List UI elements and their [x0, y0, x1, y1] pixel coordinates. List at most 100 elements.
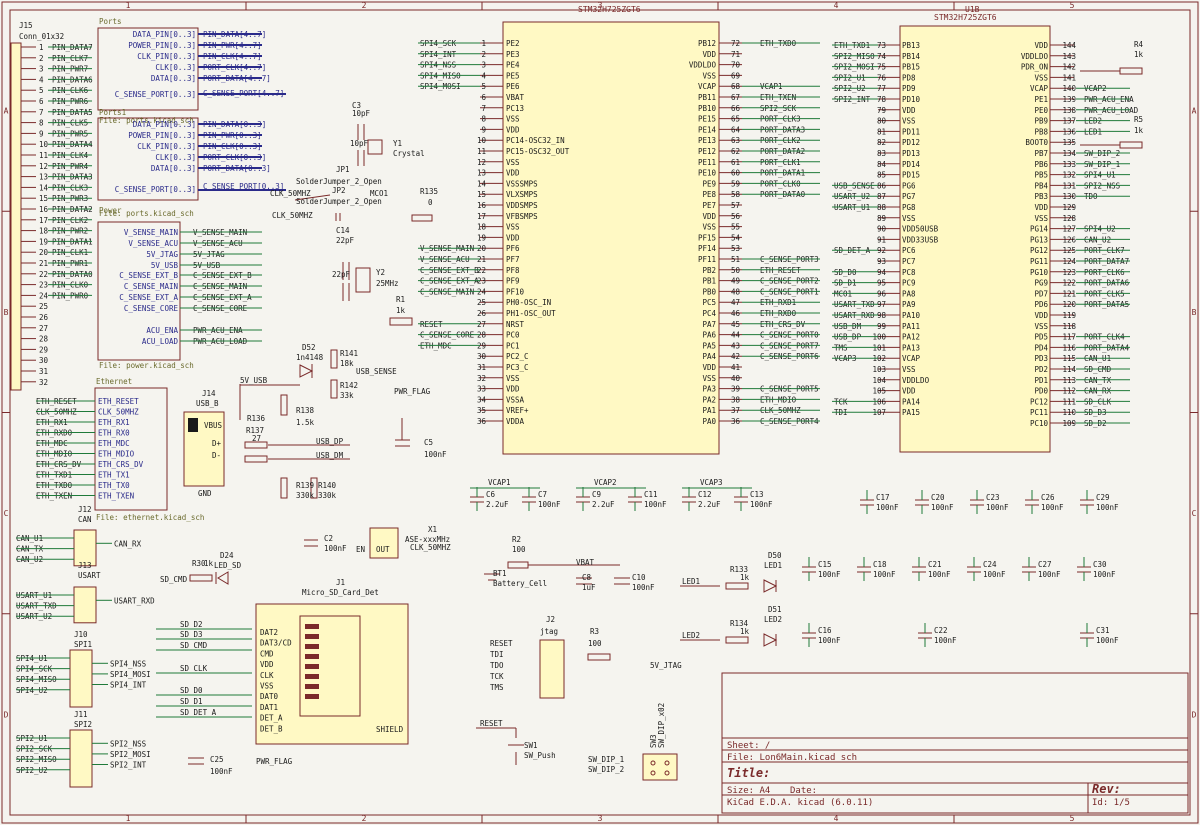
- j15-pin-num: 7: [39, 108, 44, 117]
- frame-col-top: 1: [126, 1, 131, 10]
- mcu-b-pin-num: 91: [877, 235, 886, 244]
- eth-pin: ETH_MDC: [98, 439, 130, 448]
- mcu-b-pin-name: PG6: [902, 181, 916, 190]
- mcu-b-pin-num: 81: [877, 127, 886, 136]
- jtag-tck: TCK: [490, 672, 504, 681]
- mcu-b-pin-num: 111: [1062, 397, 1076, 406]
- header-ref: J13: [78, 561, 92, 570]
- mcu-a-pin-num: 30: [477, 352, 487, 361]
- r142-val: 33k: [340, 391, 354, 400]
- j15-pin-num: 22: [39, 270, 48, 279]
- mcu-a-pin-name: PA6: [702, 331, 716, 340]
- mcu-a-pin-num: 7: [481, 104, 486, 113]
- cap-ref: C12: [698, 490, 712, 499]
- mcu-a-pin-num: 5: [481, 82, 486, 91]
- j15-pin-num: 2: [39, 54, 44, 63]
- mcu-a-pin-name: VDD: [506, 233, 520, 242]
- mcu-b-pin-num: 85: [877, 171, 886, 180]
- sd-pins: DAT2DAT3/CDCMDVDDCLKVSSDAT0DAT1DET_ADET_…: [156, 620, 404, 734]
- mcu-a-pin-num: 10: [477, 136, 487, 145]
- r134-val: 1k: [740, 627, 750, 636]
- mcu-a-pin-num: 36: [731, 417, 741, 426]
- mcu-b-pin-num: 133: [1062, 160, 1076, 169]
- header-net-right: SPI2_MOSI: [110, 750, 151, 759]
- dp-pin: D+: [212, 439, 222, 448]
- sw1-net: RESET: [480, 719, 503, 728]
- mcu-b-pin-num: 140: [1062, 84, 1076, 93]
- mcu-a-pin-name: PC1: [506, 341, 520, 350]
- net-usb-dp: USB_DP: [316, 437, 344, 446]
- mcu-b-pin-num: 130: [1062, 192, 1076, 201]
- r133-ref: R133: [730, 565, 748, 574]
- mcu-a-pin-name: VSS: [506, 115, 520, 124]
- r5-val: 1k: [1134, 126, 1144, 135]
- mcu-b-pin-name: PD9: [902, 84, 916, 93]
- sw1-val: SW_Push: [524, 751, 556, 760]
- j15-pin-num: 25: [39, 302, 48, 311]
- header-net-right: SPI2_NSS: [110, 739, 147, 748]
- mcu-b-pin-name: PB9: [1034, 117, 1048, 126]
- mcu-b-pin-num: 115: [1062, 354, 1076, 363]
- mcu-a-pin-name: VDD: [506, 385, 520, 394]
- mcu-a-pin-num: 37: [731, 406, 740, 415]
- vcap-net: VCAP2: [594, 478, 617, 487]
- mcu-a-pin-name: VLXSMPS: [506, 190, 538, 199]
- mcu-a-pin-name: PE8: [702, 190, 716, 199]
- mcu-b-pin-num: 118: [1062, 322, 1076, 331]
- net-usb-dm: USB_DM: [316, 451, 344, 460]
- mcu-a-pin-name: PF8: [506, 266, 520, 275]
- mcu-b-pin-name: PB13: [902, 41, 920, 50]
- ports-pins: DATA_PIN[0..3]PIN_DATA[4..7]POWER_PIN[0.…: [115, 30, 286, 194]
- r5-ref: R5: [1134, 115, 1143, 124]
- j2-val: jtag: [540, 627, 558, 636]
- mcu-a-pin-name: PE9: [702, 179, 716, 188]
- cap-val: 100nF: [934, 636, 957, 645]
- cap-ref: C11: [644, 490, 658, 499]
- r139-val: 330k: [296, 491, 315, 500]
- mcu-b-pin-num: 102: [872, 354, 886, 363]
- ports-sheet-file-b: File: ports.kicad_sch: [99, 209, 194, 218]
- mcu-b-pin-name: PA13: [902, 343, 920, 352]
- header-net-right: CAN_RX: [114, 539, 142, 548]
- mcu-b-pin-num: 80: [877, 117, 887, 126]
- mcu-b-pin-num: 78: [877, 95, 887, 104]
- mcu-a-pin-num: 53: [731, 244, 740, 253]
- mcu-b-pin-name: PB8: [1034, 127, 1048, 136]
- net-usb-sense: USB_SENSE: [356, 367, 397, 376]
- mcu-b-pin-num: 79: [877, 106, 886, 115]
- r141-val: 18k: [340, 359, 354, 368]
- j15-pin-num: 8: [39, 119, 44, 128]
- mcu-b-pin-name: PC9: [902, 279, 916, 288]
- mcu-a-pin-name: VSS: [506, 223, 520, 232]
- mcu-a-pin-num: 58: [731, 190, 741, 199]
- mcu-b-pin-name: PE0: [1034, 106, 1048, 115]
- j15-pin-num: 12: [39, 162, 48, 171]
- mcu-a-pin-name: PA1: [702, 406, 716, 415]
- j15-pin-num: 6: [39, 97, 44, 106]
- mcu-a-pin-num: 64: [731, 125, 741, 134]
- mcu-a-pin-name: PC3_C: [506, 363, 529, 372]
- mcu-b-pin-name: VDD33USB: [902, 235, 939, 244]
- mcu-b-pin-num: 141: [1062, 73, 1076, 82]
- mcu-b-pin-name: PD11: [902, 127, 920, 136]
- r138-ref: R138: [296, 406, 315, 415]
- mcu-b-pin-num: 110: [1062, 408, 1076, 417]
- mcu-b-pin-name: VDDLDO: [902, 376, 930, 385]
- header-ref: J11: [74, 710, 88, 719]
- usb-area: [183, 349, 410, 559]
- c14-ref: C14: [336, 226, 350, 235]
- mcu-b-pin-name: PE1: [1034, 95, 1048, 104]
- pwr-flag-a: PWR_FLAG: [394, 387, 431, 396]
- sw3-ref: SW3: [649, 734, 658, 748]
- mcu-a-pin-num: 20: [477, 244, 487, 253]
- j1-val: Micro_SD_Card_Det: [302, 588, 379, 597]
- cap-val: 100nF: [644, 500, 667, 509]
- vbus-pin: VBUS: [204, 421, 223, 430]
- mcu-a-pin-name: VDD: [702, 363, 716, 372]
- mcu-b-pin-name: PDR_ON: [1021, 63, 1048, 72]
- power-sheet: Power File: power.kicad_sch V_SENSE_MAIN…: [97, 206, 262, 370]
- mco1-label: MCO1: [370, 189, 388, 198]
- sd-pin-name: CMD: [260, 649, 274, 658]
- eth-pin: CLK_50MHZ: [98, 408, 139, 417]
- mcu-b-pin-name: PC6: [902, 246, 916, 255]
